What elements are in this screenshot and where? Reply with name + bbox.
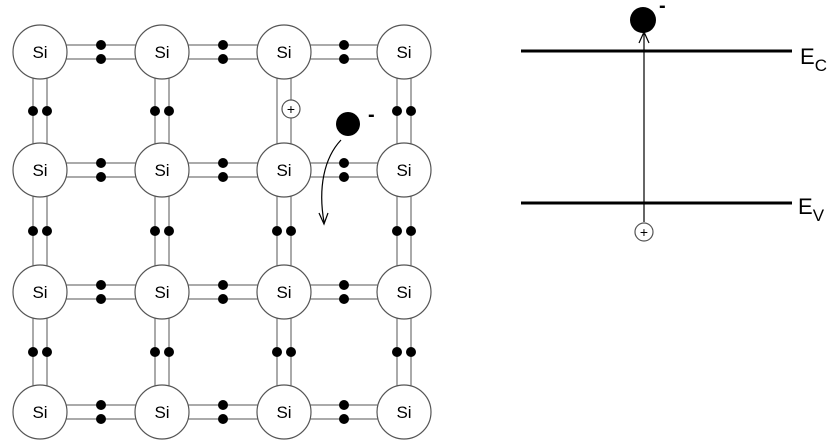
bond-electron <box>28 226 38 236</box>
electron-path-arrow <box>321 139 342 223</box>
bond-electron <box>339 414 349 424</box>
silicon-atom: Si <box>12 142 68 198</box>
silicon-atom-label: Si <box>154 161 169 180</box>
bond-electron <box>339 294 349 304</box>
bond-electron <box>339 280 349 290</box>
bond-electron <box>218 280 228 290</box>
bond-electron <box>286 226 296 236</box>
bond-electron <box>96 414 106 424</box>
silicon-atom-label: Si <box>154 403 169 422</box>
silicon-atom-label: Si <box>154 283 169 302</box>
bond-electron <box>218 158 228 168</box>
bond-electron <box>96 294 106 304</box>
bond-electron <box>406 347 416 357</box>
silicon-atom-label: Si <box>396 43 411 62</box>
bond-electron <box>28 106 38 116</box>
valence-hole-sign: + <box>640 224 648 240</box>
silicon-atom-label: Si <box>276 161 291 180</box>
conduction-electron: - <box>630 0 666 33</box>
silicon-atom-label: Si <box>276 283 291 302</box>
silicon-atom: Si <box>12 24 68 80</box>
silicon-atom-label: Si <box>154 43 169 62</box>
lattice-hole-sign: + <box>287 101 295 117</box>
silicon-atom-label: Si <box>396 161 411 180</box>
bond-electron <box>406 226 416 236</box>
bond-electron <box>339 400 349 410</box>
lattice-free-electron: - <box>336 104 375 136</box>
valence-hole: + <box>634 222 654 242</box>
bond-electron <box>339 158 349 168</box>
bond-electron <box>96 54 106 64</box>
electron-path-arrowhead <box>318 212 329 226</box>
silicon-atom: Si <box>134 142 190 198</box>
silicon-atom: Si <box>134 24 190 80</box>
lattice-free-electron-sign: - <box>368 104 375 126</box>
bond-electron <box>96 40 106 50</box>
bond-electron <box>96 158 106 168</box>
silicon-atom-label: Si <box>276 403 291 422</box>
bond-electron <box>42 347 52 357</box>
bond-electrons <box>28 40 416 424</box>
silicon-atom: Si <box>256 264 312 320</box>
silicon-atom: Si <box>134 384 190 440</box>
bond-electron <box>42 226 52 236</box>
silicon-atom-label: Si <box>32 403 47 422</box>
conduction-electron-sign: - <box>659 0 666 17</box>
bond-electron <box>218 414 228 424</box>
silicon-atom-label: Si <box>396 283 411 302</box>
bond-electron <box>286 347 296 357</box>
silicon-atom-label: Si <box>32 283 47 302</box>
bond-electron <box>150 106 160 116</box>
valence-band-label: EV <box>798 194 825 225</box>
bond-electron <box>218 400 228 410</box>
silicon-atom: Si <box>134 264 190 320</box>
covalent-bonds <box>32 44 412 420</box>
bond-electron <box>406 106 416 116</box>
silicon-atom: Si <box>256 142 312 198</box>
bond-electron <box>392 347 402 357</box>
bond-electron <box>28 347 38 357</box>
bond-electron <box>339 54 349 64</box>
silicon-atom: Si <box>256 384 312 440</box>
silicon-atom-label: Si <box>396 403 411 422</box>
silicon-atom-label: Si <box>32 161 47 180</box>
bond-electron <box>150 347 160 357</box>
bond-electron <box>42 106 52 116</box>
bond-electron <box>96 280 106 290</box>
silicon-atom: Si <box>376 384 432 440</box>
silicon-atom: Si <box>376 24 432 80</box>
bond-electron <box>150 226 160 236</box>
bond-electron <box>218 54 228 64</box>
silicon-atom-label: Si <box>276 43 291 62</box>
conduction-band-label: EC <box>800 44 827 75</box>
silicon-atom-label: Si <box>32 43 47 62</box>
silicon-atom: Si <box>256 24 312 80</box>
bond-electron <box>392 106 402 116</box>
bond-electron <box>272 347 282 357</box>
bond-electron <box>218 294 228 304</box>
silicon-atom: Si <box>12 384 68 440</box>
bond-electron <box>218 40 228 50</box>
bond-electron <box>339 172 349 182</box>
bond-electron <box>339 40 349 50</box>
silicon-atom: Si <box>376 264 432 320</box>
silicon-atom: Si <box>12 264 68 320</box>
silicon-atom: Si <box>376 142 432 198</box>
bond-electron <box>164 106 174 116</box>
bond-electron <box>392 226 402 236</box>
bond-electron <box>164 226 174 236</box>
bond-electron <box>164 347 174 357</box>
bond-electron <box>272 226 282 236</box>
bond-electron <box>96 172 106 182</box>
bond-electron <box>218 172 228 182</box>
bond-electron <box>96 400 106 410</box>
lattice-hole: + <box>281 99 301 119</box>
